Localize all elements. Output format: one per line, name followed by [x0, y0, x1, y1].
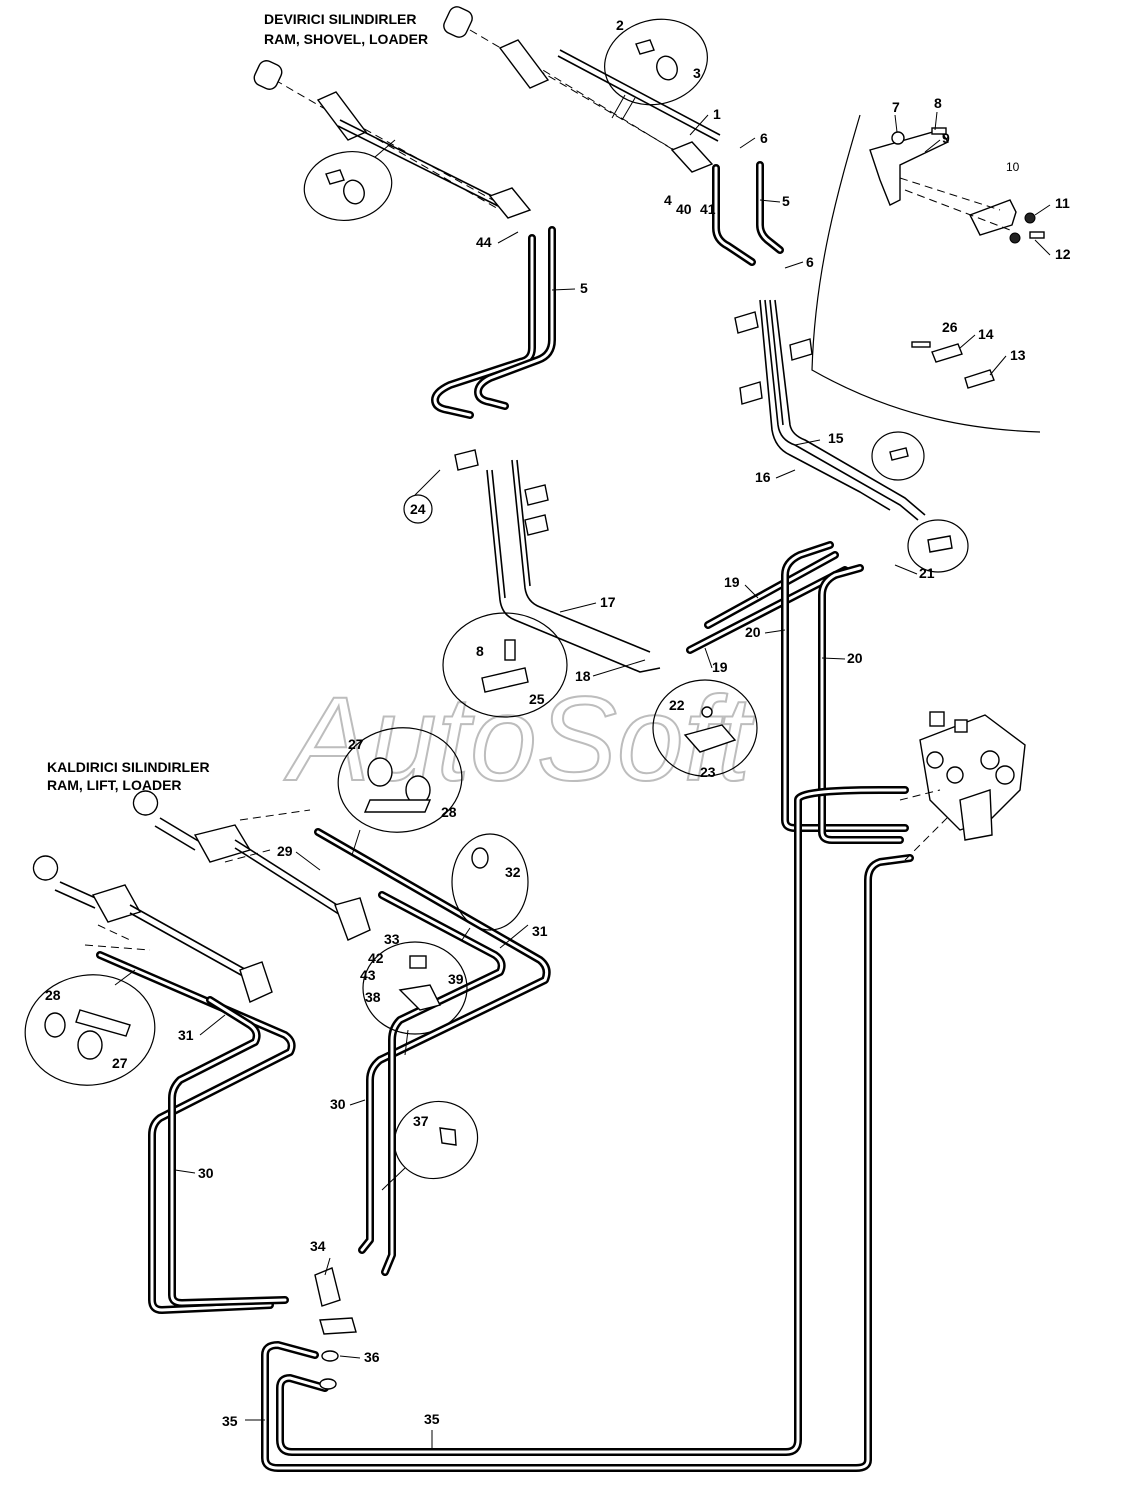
callout-1: 1: [713, 106, 721, 122]
callout-15: 15: [828, 430, 844, 446]
lift-cylinder-upper: [132, 790, 371, 941]
callout-circle-24: [403, 494, 433, 524]
callout-23: 23: [700, 764, 716, 780]
callout-20a: 20: [745, 624, 761, 640]
detail-27-28-upper: [337, 727, 463, 856]
callout-18: 18: [575, 668, 591, 684]
callout-labels: 1 2 3 4 40 41 5 5 6 6 7 8 9 10 11 12 13 …: [45, 17, 1071, 1429]
clip-brackets: [454, 311, 813, 536]
detail-38-39: [362, 941, 468, 1056]
callout-8a: 8: [934, 95, 942, 111]
callout-27b: 27: [112, 1055, 128, 1071]
callout-37: 37: [413, 1113, 429, 1129]
callout-21: 21: [919, 565, 935, 581]
callout-31a: 31: [532, 923, 548, 939]
callout-5a: 5: [580, 280, 588, 296]
detail-21: [907, 519, 969, 573]
lift-title-en: RAM, LIFT, LOADER: [47, 777, 182, 793]
shovel-title-tr: DEVIRICI SILINDIRLER: [264, 11, 416, 27]
callout-30b: 30: [198, 1165, 214, 1181]
lift-ram-title: KALDIRICI SILINDIRLER RAM, LIFT, LOADER: [47, 759, 210, 793]
shovel-cylinder-left: [253, 60, 532, 219]
callout-34: 34: [310, 1238, 326, 1254]
callout-12: 12: [1055, 246, 1071, 262]
callout-41: 41: [700, 201, 716, 217]
leader-lines: [174, 111, 1051, 1450]
hose-31-left: [96, 951, 296, 1314]
callout-36: 36: [364, 1349, 380, 1365]
callout-35b: 35: [424, 1411, 440, 1427]
callout-42: 42: [368, 950, 384, 966]
callout-29: 29: [277, 843, 293, 859]
callout-31b: 31: [178, 1027, 194, 1043]
callout-6b: 6: [806, 254, 814, 270]
callout-40: 40: [676, 201, 692, 217]
callout-35a: 35: [222, 1413, 238, 1429]
hose-35: [261, 786, 914, 1472]
detail-clamp-left: [303, 139, 396, 221]
callout-28a: 28: [441, 804, 457, 820]
callout-19b: 19: [712, 659, 728, 675]
tube-15-16: [759, 299, 926, 521]
detail-37: [381, 1100, 479, 1191]
callout-27a: 27: [348, 736, 364, 752]
detail-32: [451, 833, 529, 941]
shovel-cylinder-right: [443, 6, 721, 173]
callout-14: 14: [978, 326, 994, 342]
callout-20b: 20: [847, 650, 863, 666]
callout-44: 44: [476, 234, 492, 250]
control-valve: [899, 711, 1026, 861]
callout-8b: 8: [476, 643, 484, 659]
hose-5-left: [431, 226, 556, 419]
detail-bolt: [871, 431, 925, 481]
hose-5-right: [712, 161, 784, 266]
callout-3: 3: [693, 65, 701, 81]
callout-22: 22: [669, 697, 685, 713]
lift-title-tr: KALDIRICI SILINDIRLER: [47, 759, 210, 775]
tube-17-18: [486, 459, 661, 673]
detail-8-25: [442, 612, 568, 718]
detail-22-23: [652, 679, 758, 777]
callout-30a: 30: [330, 1096, 346, 1112]
callout-38: 38: [365, 989, 381, 1005]
callout-7: 7: [892, 99, 900, 115]
callout-39: 39: [448, 971, 464, 987]
callout-6a: 6: [760, 130, 768, 146]
detail-27-28-lower: [24, 969, 156, 1086]
callout-17: 17: [600, 594, 616, 610]
callout-11: 11: [1055, 195, 1070, 211]
callout-26: 26: [942, 319, 958, 335]
callout-9: 9: [942, 130, 950, 146]
hose-31-right: [314, 828, 551, 1276]
callout-32: 32: [505, 864, 521, 880]
shovel-title-en: RAM, SHOVEL, LOADER: [264, 31, 428, 47]
lift-cylinder-lower: [32, 855, 273, 1003]
callout-10: 10: [1006, 160, 1020, 174]
callout-24: 24: [410, 501, 426, 517]
callout-13: 13: [1010, 347, 1026, 363]
callout-19a: 19: [724, 574, 740, 590]
watermark: AutoSoft: [284, 672, 755, 806]
callout-5b: 5: [782, 193, 790, 209]
hose-19: [686, 551, 849, 654]
detail-clamp-2-3: [604, 18, 708, 121]
callout-2: 2: [616, 17, 624, 33]
callout-16: 16: [755, 469, 771, 485]
callout-25: 25: [529, 691, 545, 707]
callout-33: 33: [384, 931, 400, 947]
callout-4: 4: [664, 192, 672, 208]
callout-28b: 28: [45, 987, 61, 1003]
callout-43: 43: [360, 967, 376, 983]
hose-20: [781, 541, 909, 844]
bracket-detail-group: [811, 114, 1045, 433]
tee-block-34: [314, 1267, 357, 1390]
shovel-ram-title: DEVIRICI SILINDIRLER RAM, SHOVEL, LOADER: [264, 11, 428, 47]
